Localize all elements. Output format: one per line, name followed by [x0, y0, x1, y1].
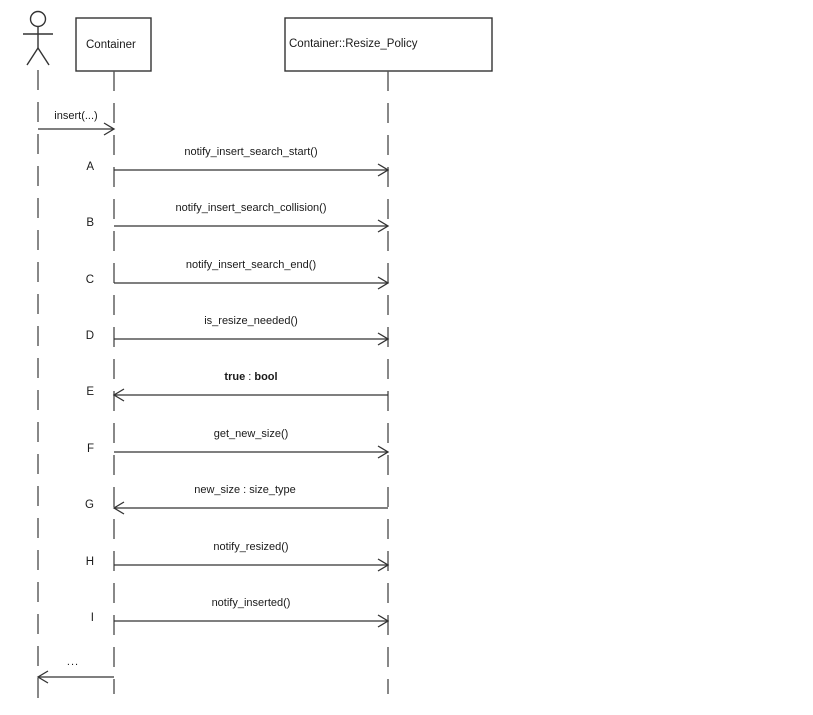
message-e-type: bool — [254, 371, 278, 383]
message-arrow-h — [114, 558, 390, 572]
message-arrow-f — [114, 445, 390, 459]
step-letter-a: A — [86, 161, 94, 173]
message-arrows — [36, 122, 390, 684]
step-letter-b: B — [86, 217, 94, 229]
participant-label-container: Container — [86, 39, 136, 51]
message-label-d: is_resize_needed() — [204, 315, 298, 327]
message-arrow-b — [114, 219, 390, 233]
actor-leg-right — [37, 47, 50, 66]
actor-figure — [23, 10, 53, 66]
message-label-g: new_size : size_type — [194, 484, 296, 496]
message-arrow-c — [114, 276, 390, 290]
participant-label-resize-policy: Container::Resize_Policy — [289, 38, 418, 50]
message-arrow-return — [36, 670, 114, 684]
message-arrow-a — [114, 163, 390, 177]
message-label-h: notify_resized() — [213, 541, 289, 553]
message-label-insert: insert(...) — [54, 110, 98, 122]
message-arrow-g — [112, 501, 388, 515]
step-letter-e: E — [86, 386, 94, 398]
participant-box-container — [75, 17, 152, 72]
message-label-f: get_new_size() — [213, 428, 289, 440]
step-letter-i: I — [90, 612, 94, 624]
step-letter-f: F — [86, 443, 94, 455]
step-letter-g: G — [85, 499, 94, 511]
message-label-b: notify_insert_search_collision() — [175, 202, 327, 214]
actor-leg-left — [26, 47, 39, 66]
step-letter-c: C — [85, 274, 94, 286]
lifelines — [37, 70, 389, 707]
message-e-separator: : — [245, 371, 255, 383]
message-arrow-i — [114, 614, 390, 628]
participant-box-resize-policy — [284, 17, 493, 72]
message-label-i: notify_inserted() — [211, 597, 291, 609]
message-label-return: ... — [66, 656, 80, 668]
message-label-e: true : bool — [224, 371, 277, 383]
message-arrow-insert — [38, 122, 116, 136]
message-label-a: notify_insert_search_start() — [184, 146, 318, 158]
message-label-c: notify_insert_search_end() — [185, 259, 317, 271]
step-letter-h: H — [85, 556, 94, 568]
message-arrow-e — [112, 388, 388, 402]
actor-head-icon — [29, 10, 47, 28]
message-e-value: true — [224, 371, 246, 383]
message-arrow-d — [114, 332, 390, 346]
step-letter-d: D — [85, 330, 94, 342]
